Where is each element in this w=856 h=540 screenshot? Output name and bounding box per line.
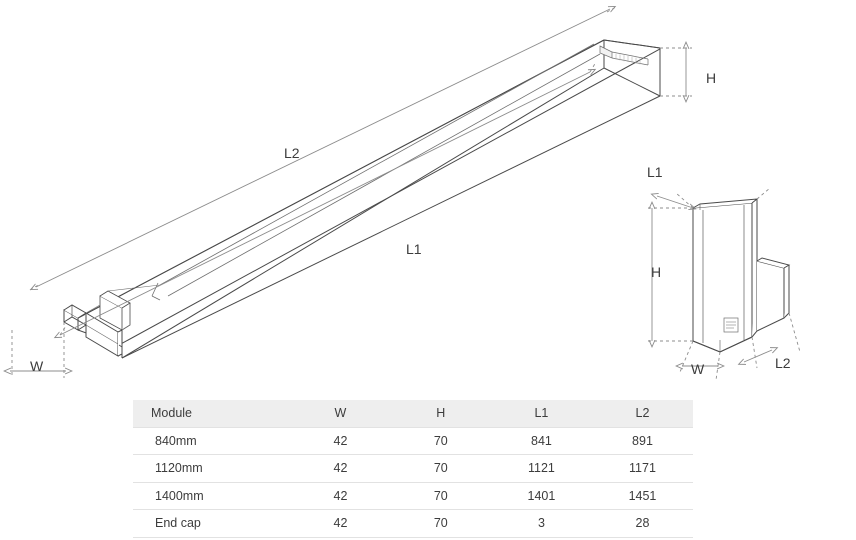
cell-module: End cap (133, 509, 291, 538)
cell-h: 70 (390, 427, 491, 455)
cell-h: 70 (390, 509, 491, 538)
label-l2-main: L2 (284, 145, 300, 161)
cell-l2: 28 (591, 509, 693, 538)
column-header-l2: L2 (591, 400, 693, 428)
column-header-module: Module (133, 400, 291, 428)
label-l1-side: L1 (647, 164, 663, 180)
cell-l2: 1451 (591, 482, 693, 510)
cell-l1: 841 (490, 427, 592, 455)
label-l1-main: L1 (406, 241, 422, 257)
cell-l1: 1121 (490, 454, 592, 483)
cell-l1: 3 (490, 509, 592, 538)
cell-module: 840mm (133, 427, 291, 455)
cell-module: 1400mm (133, 482, 291, 510)
end-cap-dimension-lines (646, 187, 801, 381)
label-h-side: H (651, 264, 662, 280)
table-row: 1120mm 42 70 1121 1171 (133, 454, 693, 483)
label-h-main: H (706, 70, 717, 86)
cell-w: 42 (290, 454, 391, 483)
main-luminaire-isometric (63, 39, 661, 359)
table-row: End cap 42 70 3 28 (133, 509, 693, 538)
dimensions-table: Module W H L1 L2 840mm 42 70 841 891 112… (133, 400, 693, 538)
cell-h: 70 (390, 454, 491, 483)
cell-w: 42 (290, 427, 391, 455)
end-cap-detail-view (692, 198, 791, 353)
cell-module: 1120mm (133, 454, 291, 483)
cell-w: 42 (290, 509, 391, 538)
cell-w: 42 (290, 482, 391, 510)
label-w-main: W (30, 358, 44, 374)
column-header-h: H (390, 400, 491, 428)
label-l2-side: L2 (775, 355, 791, 371)
main-dimension-lines (10, 7, 692, 378)
table-row: 840mm 42 70 841 891 (133, 427, 693, 455)
cell-l2: 1171 (591, 454, 693, 483)
cell-l2: 891 (591, 427, 693, 455)
table-row: 1400mm 42 70 1401 1451 (133, 482, 693, 510)
table-header-row: Module W H L1 L2 (133, 400, 693, 428)
column-header-w: W (290, 400, 391, 428)
column-header-l1: L1 (490, 400, 592, 428)
cell-l1: 1401 (490, 482, 592, 510)
label-w-side: W (691, 361, 705, 377)
cell-h: 70 (390, 482, 491, 510)
